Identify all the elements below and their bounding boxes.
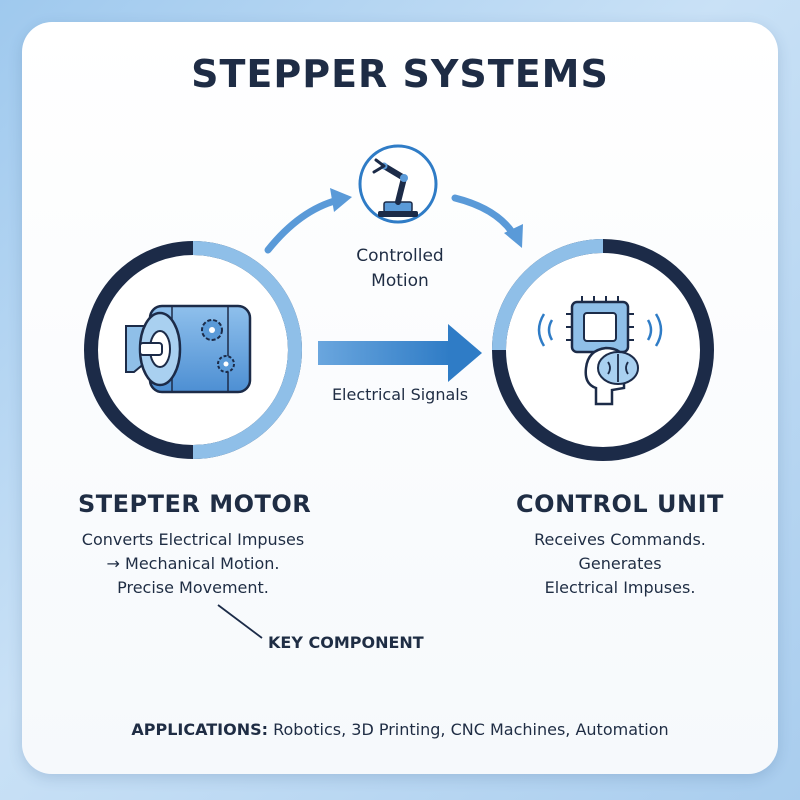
motor-description: Converts Electrical Impuses → Mechanical… (58, 528, 328, 600)
page-title: STEPPER SYSTEMS (191, 52, 609, 96)
key-component-callout: KEY COMPONENT (268, 633, 424, 652)
applications-items: Robotics, 3D Printing, CNC Machines, Aut… (273, 720, 669, 739)
center-label-line-2: Motion (371, 271, 429, 291)
curved-arrow-right (451, 194, 523, 248)
control-description: Receives Commands. Generates Electrical … (490, 528, 750, 600)
motor-desc-line-3: Precise Movement. (117, 578, 269, 597)
control-desc-line-2: Generates (578, 554, 662, 573)
applications-label: APPLICATIONS: (131, 720, 269, 739)
control-desc-line-1: Receives Commands. (534, 530, 706, 549)
robot-arm-icon (358, 144, 438, 224)
chip-brain-icon (537, 296, 663, 406)
motor-desc-line-1: Converts Electrical Impuses (81, 530, 305, 549)
curved-arrow-left (264, 188, 352, 254)
control-desc-line-3: Electrical Impuses. (544, 578, 696, 597)
stepper-motor-icon (125, 304, 252, 394)
center-label-line-1: Controlled (356, 246, 444, 266)
control-title: CONTROL UNIT (516, 490, 724, 518)
controlled-motion-label: Controlled Motion (330, 244, 470, 294)
callout-line (217, 604, 263, 639)
electrical-signals-arrow (318, 324, 482, 382)
electrical-signals-label: Electrical Signals (331, 385, 469, 404)
motor-desc-line-2: → Mechanical Motion. (106, 554, 280, 573)
applications-line: APPLICATIONS: Robotics, 3D Printing, CNC… (0, 720, 800, 739)
motor-title: STEPTER MOTOR (78, 490, 312, 518)
